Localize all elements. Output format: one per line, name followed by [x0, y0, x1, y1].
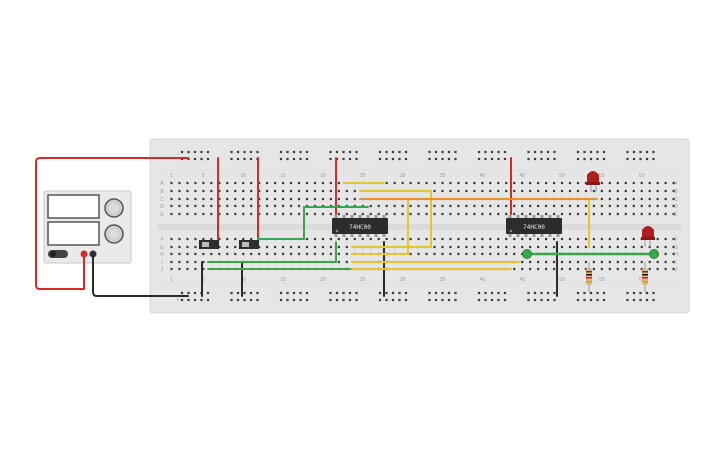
row-letter: G	[160, 245, 164, 251]
column-number-bottom: 55	[599, 277, 605, 283]
column-number-bottom: 50	[559, 277, 565, 283]
row-letter: E	[674, 212, 678, 218]
row-letter: H	[674, 252, 678, 258]
current-display	[47, 221, 100, 246]
column-number-top: 30	[400, 173, 406, 179]
wires[interactable]	[35, 157, 659, 297]
row-letter: H	[160, 252, 164, 258]
yellow-wire-3[interactable]	[351, 198, 409, 255]
slide-switch-1[interactable]	[199, 240, 219, 249]
column-number-top: 55	[599, 173, 605, 179]
row-letter: E	[160, 212, 164, 218]
column-number-top: 25	[360, 173, 366, 179]
column-number-top: 45	[519, 173, 525, 179]
chip-74hc00-2[interactable]: 74HC00	[506, 215, 562, 237]
column-number-bottom: 30	[400, 277, 406, 283]
row-letter: D	[674, 204, 678, 210]
supply-red-wire[interactable]	[35, 157, 189, 290]
rail-plus-marker: +	[176, 297, 179, 303]
row-letter: C	[674, 197, 678, 203]
voltage-display	[47, 194, 100, 219]
column-number-bottom: 10	[240, 277, 246, 283]
yellow-wire-2[interactable]	[351, 190, 432, 248]
row-letter: I	[161, 260, 162, 266]
column-number-bottom: 25	[360, 277, 366, 283]
column-number-top: 5	[202, 173, 205, 179]
chip-label: 74HC00	[523, 224, 545, 231]
column-number-top: 50	[559, 173, 565, 179]
chip-74hc00-1[interactable]: 74HC00	[332, 215, 388, 237]
junction-node-1[interactable]	[522, 249, 532, 259]
row-letter: D	[160, 204, 164, 210]
column-number-bottom: 5	[202, 277, 205, 283]
row-letter: I	[675, 260, 676, 266]
green-wire-1[interactable]	[257, 206, 369, 240]
column-number-top: 60	[639, 173, 645, 179]
row-letter: G	[674, 245, 678, 251]
row-letter: A	[160, 181, 164, 187]
resistor-2[interactable]	[642, 262, 648, 292]
column-number-bottom: 60	[639, 277, 645, 283]
column-number-top: 20	[320, 173, 326, 179]
row-letter: C	[160, 197, 164, 203]
column-number-bottom: 40	[480, 277, 486, 283]
led-1[interactable]	[586, 171, 600, 192]
rail-minus-marker: –	[176, 152, 179, 158]
resistor-1[interactable]	[586, 262, 592, 292]
row-letter: F	[160, 237, 163, 243]
column-number-top: 15	[280, 173, 286, 179]
column-number-bottom: 15	[280, 277, 286, 283]
row-letter: J	[161, 267, 164, 273]
column-number-top: 35	[440, 173, 446, 179]
junction-node-2[interactable]	[649, 249, 659, 259]
green-wire-2[interactable]	[207, 241, 337, 263]
led-2[interactable]	[641, 226, 655, 247]
column-number-bottom: 35	[440, 277, 446, 283]
row-letter: F	[674, 237, 677, 243]
row-letter: B	[674, 189, 678, 195]
row-letter: J	[675, 267, 678, 273]
column-number-bottom: 45	[519, 277, 525, 283]
supply-black-wire[interactable]	[92, 253, 189, 297]
row-letter: A	[674, 181, 678, 187]
slide-switch-2[interactable]	[239, 240, 259, 249]
column-number-top: 10	[240, 173, 246, 179]
column-number-top: 40	[480, 173, 486, 179]
power-supply[interactable]	[43, 190, 132, 264]
column-number-bottom: 1	[170, 277, 173, 283]
chip-label: 74HC00	[349, 224, 371, 231]
column-number-bottom: 20	[320, 277, 326, 283]
column-number-top: 1	[170, 173, 173, 179]
row-letter: B	[160, 189, 164, 195]
